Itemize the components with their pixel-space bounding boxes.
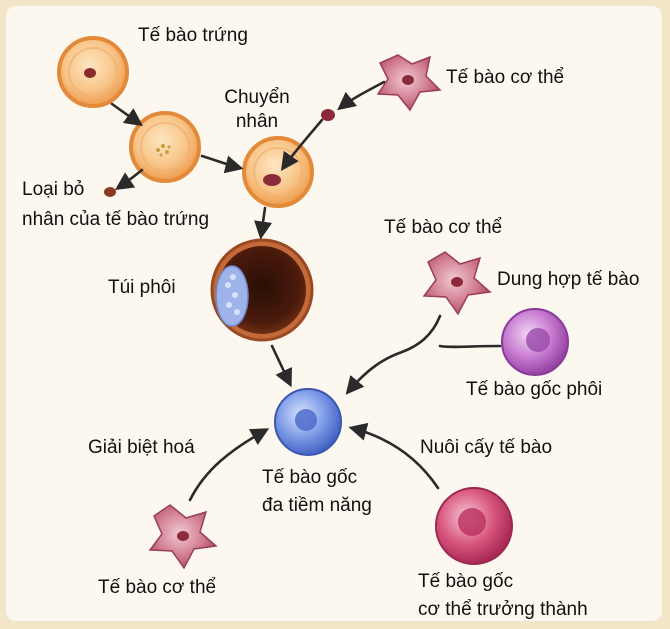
pluripotent-label-line2: đa tiềm năng xyxy=(262,494,372,518)
embryonic-stem-cell-label: Tế bào gốc phôi xyxy=(466,378,602,402)
somatic-cell-top-icon xyxy=(378,55,440,110)
donor-nucleus-icon xyxy=(321,109,335,121)
cell-culture-label: Nuôi cấy tế bào xyxy=(420,436,552,460)
somatic-cell-right-icon xyxy=(424,252,490,314)
adult-stem-label-line2: cơ thể trưởng thành xyxy=(418,598,588,622)
arrow-to-nuclear-transfer xyxy=(202,156,240,168)
arrow-egg-to-blastocyst xyxy=(261,208,265,236)
nuclear-transfer-egg-icon xyxy=(244,138,312,206)
blastocyst-label: Túi phôi xyxy=(108,276,176,300)
remove-nucleus-label-line1: Loại bỏ xyxy=(22,178,209,202)
arrow-embryonic-join xyxy=(440,346,500,347)
egg-cell-icon xyxy=(59,38,127,106)
embryonic-stem-cell-icon xyxy=(502,309,568,375)
pluripotent-label-line1: Tế bào gốc xyxy=(262,466,372,490)
egg-cell-label: Tế bào trứng xyxy=(138,24,248,48)
cell-fusion-label: Dung hợp tế bào xyxy=(497,268,639,292)
arrow-egg-to-enucleation xyxy=(112,104,140,124)
blastocyst-icon xyxy=(212,240,312,340)
nuclear-transfer-label-line1: Chuyển xyxy=(215,86,299,110)
arrow-blastocyst-to-stem xyxy=(272,346,290,384)
somatic-cell-bottom-label: Tế bào cơ thể xyxy=(98,576,216,600)
arrow-fusion-to-stem xyxy=(348,316,440,392)
somatic-cell-top-label: Tế bào cơ thể xyxy=(446,66,564,90)
somatic-cell-right-label: Tế bào cơ thể xyxy=(384,216,502,240)
somatic-cell-bottom-icon xyxy=(150,505,216,568)
remove-nucleus-label: Loại bỏ nhân của tế bào trứng xyxy=(22,178,209,232)
adult-stem-cell-icon xyxy=(436,488,512,564)
dedifferentiation-label: Giải biệt hoá xyxy=(88,436,195,460)
adult-stem-label-line1: Tế bào gốc xyxy=(418,570,588,594)
arrow-dedifferentiation xyxy=(190,430,266,500)
nuclear-transfer-label: Chuyển nhân xyxy=(215,86,299,134)
adult-stem-cell-label: Tế bào gốc cơ thể trưởng thành xyxy=(418,570,588,622)
arrow-somatic-to-nucleus xyxy=(340,82,384,108)
nuclear-transfer-label-line2: nhân xyxy=(215,110,299,134)
remove-nucleus-label-line2: nhân của tế bào trứng xyxy=(22,208,209,232)
pluripotent-stem-cell-label: Tế bào gốc đa tiềm năng xyxy=(262,466,372,518)
pluripotent-stem-cell-icon xyxy=(275,389,341,455)
